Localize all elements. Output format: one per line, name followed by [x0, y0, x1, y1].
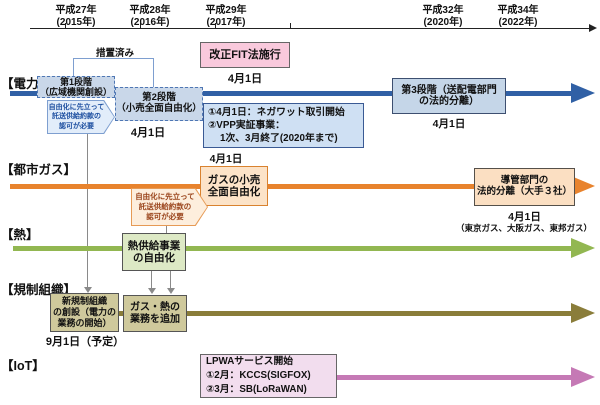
power-approval-callout: 自由化に先立って 託送供給約款の 認可が必要 — [47, 100, 115, 134]
down-arrowhead-icon — [84, 287, 92, 293]
gas-timeline-arrow — [10, 184, 573, 189]
measure-bracket-left — [73, 58, 74, 77]
year-label-2017: 平成29年(2017年) — [205, 5, 247, 28]
gas-callout-connector — [166, 226, 167, 234]
gas-approval-callout: 自由化に先立って 託送供給約款の 認可が必要 — [131, 188, 208, 226]
year-label-2022: 平成34年(2022年) — [497, 5, 539, 28]
fit-law-date: 4月1日 — [227, 73, 263, 85]
row-label-iot: 【IoT】 — [1, 359, 45, 373]
gas-retail-box: ガスの小売全面自由化 — [200, 166, 268, 206]
axis-arrowhead-icon — [589, 24, 597, 32]
regulator-timeline-arrow — [50, 311, 573, 316]
heat-timeline-arrow — [13, 246, 573, 251]
power-to-regulator-connector — [87, 133, 88, 287]
fit-law-box: 改正FIT法施行 — [200, 42, 290, 68]
heat-to-regulator-connector — [151, 271, 152, 288]
axis-tick — [65, 23, 66, 29]
axis-tick — [215, 23, 216, 29]
axis-tick — [140, 23, 141, 29]
year-label-2015: 平成27年(2015年) — [55, 5, 97, 28]
axis-line — [30, 28, 590, 29]
heat-liberalization-box: 熱供給事業の自由化 — [122, 233, 186, 271]
gas-to-regulator-connector — [170, 271, 171, 288]
measure-bracket-right — [153, 58, 154, 88]
add-business-box: ガス・熱の業務を追加 — [123, 295, 187, 332]
down-arrowhead-icon — [148, 288, 156, 294]
down-arrowhead-icon — [167, 288, 175, 294]
power-stage1-box: 第1段階（広域機関創設） — [37, 76, 115, 98]
axis-tick — [290, 23, 291, 29]
measure-done-label: 措置済み — [95, 48, 134, 59]
gas-arrowhead-icon — [571, 176, 595, 196]
year-label-2016: 平成28年(2016年) — [129, 5, 171, 28]
regulator-arrowhead-icon — [571, 303, 595, 323]
power-stage3-box: 第3段階（送配電部門の法的分離） — [392, 78, 506, 114]
measure-bracket-top — [73, 58, 154, 59]
new-regulator-box: 新規制組織 の創設（電力の 業務の開始） — [50, 293, 119, 332]
iot-arrowhead-icon — [571, 367, 595, 387]
year-label-2020: 平成32年(2020年) — [422, 5, 464, 28]
lpwa-service-box: LPWAサービス開始 ①2月：KCCS(SIGFOX) ②3月：SB(LoRaW… — [200, 354, 337, 398]
row-label-gas: 【都市ガス】 — [1, 163, 77, 177]
negawatt-vpp-box: ①4月1日：ネガワット取引開始 ②VPP実証事業： 1次、3月終了(2020年ま… — [203, 103, 364, 148]
power-timeline-arrow — [10, 91, 573, 96]
new-regulator-date: 9月1日（予定） — [45, 336, 125, 348]
power-arrowhead-icon — [571, 83, 595, 103]
heat-arrowhead-icon — [571, 238, 595, 258]
iot-timeline-arrow — [336, 375, 573, 380]
power-stage3-date: 4月1日 — [432, 118, 466, 130]
gas-pipeline-box: 導管部門の法的分離（大手３社） — [474, 168, 575, 206]
gas-companies-note: （東京ガス、大阪ガス、東邦ガス） — [455, 223, 592, 233]
power-stage2-date: 4月1日 — [130, 127, 166, 139]
gas-retail-date: 4月1日 — [209, 153, 243, 165]
power-stage2-box: 第2段階（小売全面自由化） — [115, 87, 203, 121]
row-label-heat: 【熱】 — [1, 228, 39, 242]
gas-pipeline-date: 4月1日 — [508, 211, 541, 223]
